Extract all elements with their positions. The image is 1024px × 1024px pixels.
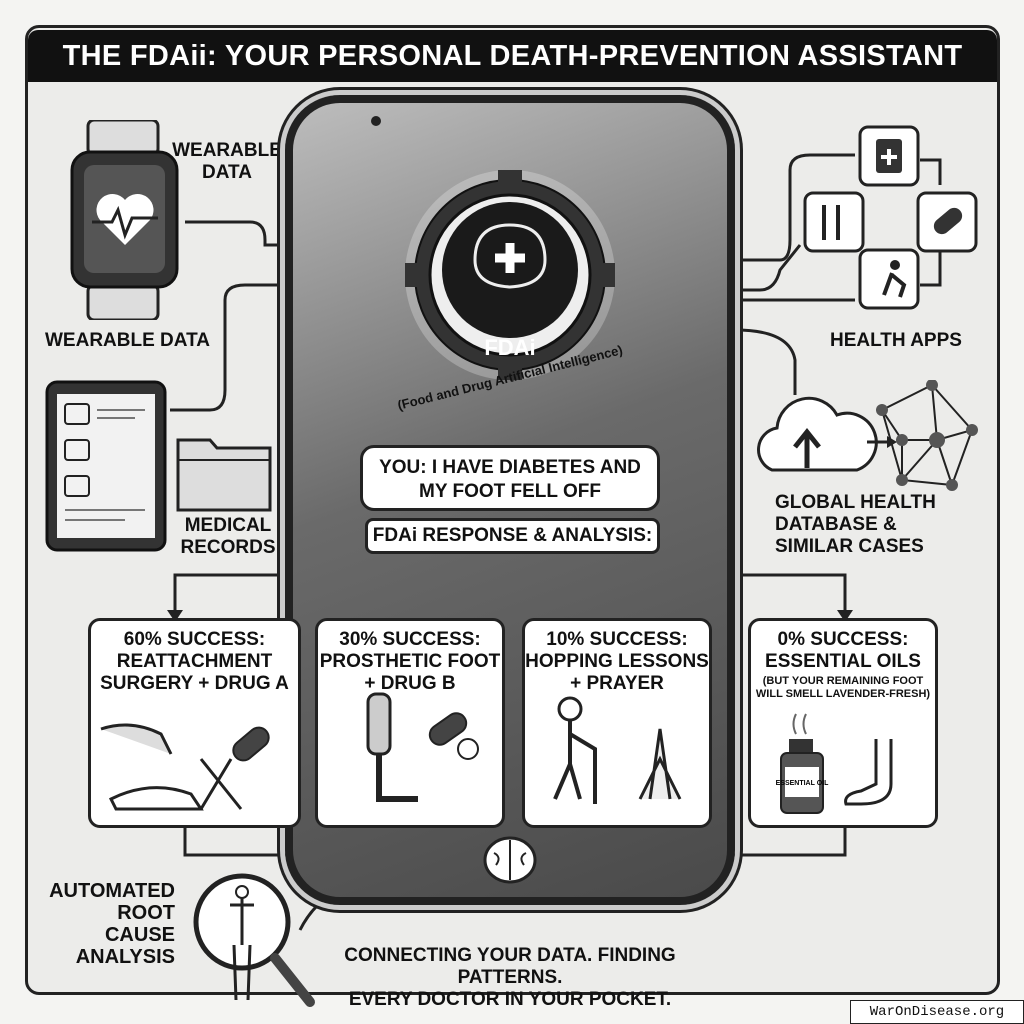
essential-oil-illustration: ESSENTIAL OIL [776, 713, 893, 814]
option-rate: 30% SUCCESS: [339, 629, 481, 650]
tablet-icon [45, 380, 167, 552]
wearable-data-label: WEARABLE DATA [45, 330, 210, 351]
fdai-gear-logo [405, 170, 615, 380]
tagline-line-2: EVERY DOCTOR IN YOUR POCKET. [348, 989, 672, 1010]
option-rate: 60% SUCCESS: [123, 629, 266, 650]
foot-icon [844, 739, 893, 806]
option-rate: 10% SUCCESS: [546, 629, 688, 650]
brain-icon [473, 223, 547, 289]
global-health-database-label: GLOBAL HEALTH DATABASE & SIMILAR CASES [775, 492, 936, 557]
magnifier-body-icon [193, 873, 315, 1007]
cloud-network-icon [757, 380, 978, 491]
option-rate: 0% SUCCESS: [777, 629, 909, 650]
camera-icon [371, 116, 381, 126]
option-card-essential-oils: 0% SUCCESS: ESSENTIAL OILS (BUT YOUR REM… [748, 618, 938, 828]
option-treatment: HOPPING LESSONS + PRAYER [525, 651, 709, 694]
medical-records-label: MEDICAL RECORDS [180, 515, 276, 558]
wearable-data-label-top: WEARABLE DATA [172, 140, 282, 183]
medical-records-folder-icon [176, 438, 272, 512]
smartwatch-icon [70, 120, 179, 320]
option-treatment: REATTACHMENT SURGERY + DRUG A [100, 651, 289, 694]
user-message-bubble: YOU: I HAVE DIABETES AND MY FOOT FELL OF… [360, 445, 660, 511]
health-app-icons [803, 125, 978, 310]
tagline-line-1: CONNECTING YOUR DATA. FINDING PATTERNS. [344, 945, 676, 988]
fork-knife-icon [803, 191, 865, 253]
prosthetic-leg-illustration [366, 692, 479, 802]
option-card-prosthetic: 30% SUCCESS: PROSTHETIC FOOT + DRUG B [315, 618, 505, 828]
root-cause-label: AUTOMATED ROOT CAUSE ANALYSIS [49, 880, 175, 968]
tagline: CONNECTING YOUR DATA. FINDING PATTERNS. … [300, 945, 720, 1011]
health-apps-label: HEALTH APPS [830, 330, 962, 351]
brain-icon [483, 836, 537, 884]
option-treatment: PROSTHETIC FOOT + DRUG B [319, 651, 501, 694]
bottle-label: ESSENTIAL OIL [776, 780, 829, 787]
watermark: WarOnDisease.org [850, 1000, 1024, 1024]
fdai-name: FDAi [484, 335, 536, 360]
option-card-reattachment: 60% SUCCESS: REATTACHMENT SURGERY + DRUG… [88, 618, 301, 828]
surgery-illustration [100, 723, 270, 811]
hopping-prayer-illustration [553, 696, 682, 804]
response-header: FDAi RESPONSE & ANALYSIS: [365, 518, 660, 554]
option-card-hopping: 10% SUCCESS: HOPPING LESSONS + PRAYER [522, 618, 712, 828]
page-title: THE FDAii: YOUR PERSONAL DEATH-PREVENTIO… [28, 30, 997, 82]
option-note: (BUT YOUR REMAINING FOOT WILL SMELL LAVE… [755, 675, 931, 700]
option-treatment: ESSENTIAL OILS [765, 651, 921, 672]
